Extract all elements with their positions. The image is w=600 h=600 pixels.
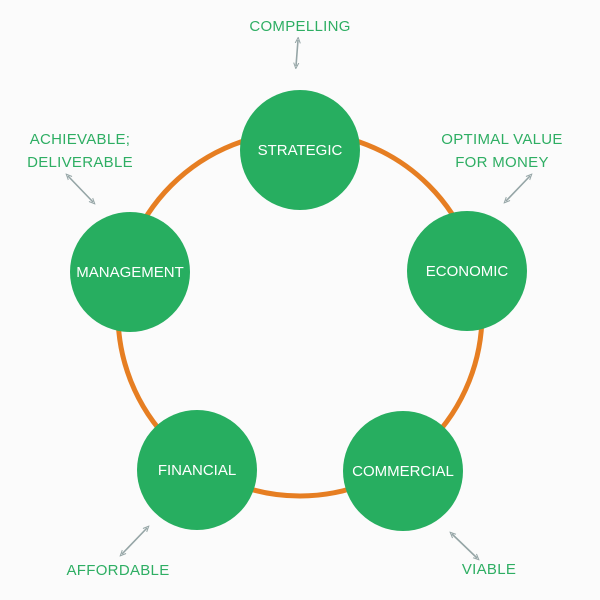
node-financial: FINANCIAL	[137, 410, 257, 530]
node-circle-management	[70, 212, 190, 332]
annotation-text-financial-line-1: AFFORDABLE	[66, 562, 169, 579]
node-label-management: MANAGEMENT	[76, 264, 184, 281]
annotation-economic: OPTIMAL VALUE FOR MONEY	[441, 131, 562, 171]
node-circle-commercial	[343, 411, 463, 531]
node-label-financial: FINANCIAL	[158, 462, 236, 479]
double-arrow-icon-commercial	[452, 534, 477, 558]
double-arrow-icon-management	[68, 176, 93, 202]
node-circle-strategic	[240, 90, 360, 210]
annotation-commercial: VIABLE	[462, 561, 516, 578]
node-commercial: COMMERCIAL	[343, 411, 463, 531]
annotation-text-strategic-line-1: COMPELLING	[249, 18, 350, 35]
node-strategic: STRATEGIC	[240, 90, 360, 210]
annotation-strategic: COMPELLING	[249, 18, 350, 35]
node-label-strategic: STRATEGIC	[258, 142, 343, 159]
node-economic: ECONOMIC	[407, 211, 527, 331]
node-circle-economic	[407, 211, 527, 331]
annotation-text-management-line-1: ACHIEVABLE;	[30, 131, 131, 148]
double-arrow-icon-strategic	[296, 40, 298, 66]
node-label-economic: ECONOMIC	[426, 263, 509, 280]
annotation-text-commercial-line-1: VIABLE	[462, 561, 516, 578]
annotation-text-economic-line-1: OPTIMAL VALUE	[441, 131, 562, 148]
double-arrow-icon-financial	[122, 528, 147, 554]
node-management: MANAGEMENT	[70, 212, 190, 332]
annotation-financial: AFFORDABLE	[66, 562, 169, 579]
node-circle-financial	[137, 410, 257, 530]
annotation-management: ACHIEVABLE; DELIVERABLE	[27, 131, 133, 171]
annotation-text-economic-line-2: FOR MONEY	[455, 154, 549, 171]
node-label-commercial: COMMERCIAL	[352, 463, 454, 480]
annotation-text-management-line-2: DELIVERABLE	[27, 154, 133, 171]
double-arrow-icon-economic	[506, 176, 530, 201]
